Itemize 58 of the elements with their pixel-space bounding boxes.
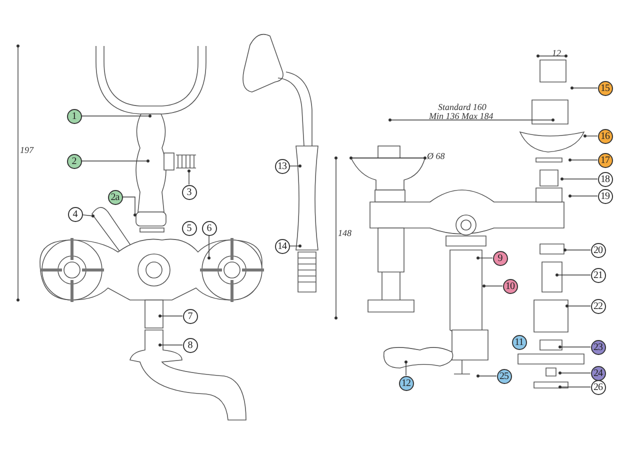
dimension-value: 12 <box>552 48 561 58</box>
leader-line <box>122 196 136 216</box>
dimension-value: 197 <box>20 145 34 155</box>
callout-number: 23 <box>590 340 606 354</box>
dimension-value: 148 <box>338 228 352 238</box>
callout-number: 9 <box>492 250 508 266</box>
callout-number: 14 <box>274 238 290 254</box>
callout-number: 18 <box>598 172 612 186</box>
callout-number: 3 <box>182 184 196 200</box>
leader-line <box>476 374 497 378</box>
leader-line <box>560 178 598 180</box>
leader-line <box>476 256 493 260</box>
leader-line <box>568 194 598 198</box>
leader-line <box>568 158 598 162</box>
callout-number: 17 <box>598 152 612 168</box>
leader-line <box>158 314 183 318</box>
callout-number: 19 <box>598 188 612 204</box>
leader-line <box>404 360 408 376</box>
leader-line <box>570 86 598 90</box>
callout-number: 16 <box>598 128 612 144</box>
callout-number: 25 <box>496 368 512 384</box>
callout-number: 5 <box>182 220 196 236</box>
callout-number: 4 <box>68 206 82 222</box>
callout-number: 20 <box>590 242 606 258</box>
callout-number: 12 <box>398 376 414 390</box>
callout-number: 15 <box>598 80 612 96</box>
leader-line <box>289 164 302 168</box>
leader-line <box>558 386 591 388</box>
callout-number: 6 <box>202 220 216 236</box>
dimension-value: Ø 68 <box>427 151 445 161</box>
leader-line <box>208 235 210 260</box>
callout-number: 11 <box>512 334 526 350</box>
callout-number: 7 <box>182 308 198 324</box>
callout-number: 21 <box>590 268 606 282</box>
leader-line <box>566 304 591 308</box>
leader-line <box>558 372 591 374</box>
dimension-value: Min 136 Max 184 <box>429 111 494 121</box>
leader-line <box>558 346 591 348</box>
callout-number: 24 <box>590 366 606 380</box>
callout-number: 10 <box>502 278 518 294</box>
callout-number: 2 <box>66 154 82 168</box>
leader-line <box>482 284 503 288</box>
callout-number: 2a <box>108 190 122 204</box>
leader-line <box>82 214 94 218</box>
leader-line <box>584 134 598 138</box>
leader-line <box>556 274 591 276</box>
leader-line <box>81 114 152 118</box>
leader-line <box>564 248 591 252</box>
callout-number: 26 <box>590 380 606 394</box>
callout-number: 8 <box>182 338 198 352</box>
callout-number: 13 <box>274 158 290 174</box>
leader-line <box>289 244 302 248</box>
callout-number: 22 <box>590 298 606 314</box>
callout-number: 1 <box>66 108 82 124</box>
dimension-value: Standard 160 <box>438 102 486 112</box>
leader-line <box>188 170 190 185</box>
leader-line <box>81 160 150 162</box>
leader-line <box>158 344 183 346</box>
